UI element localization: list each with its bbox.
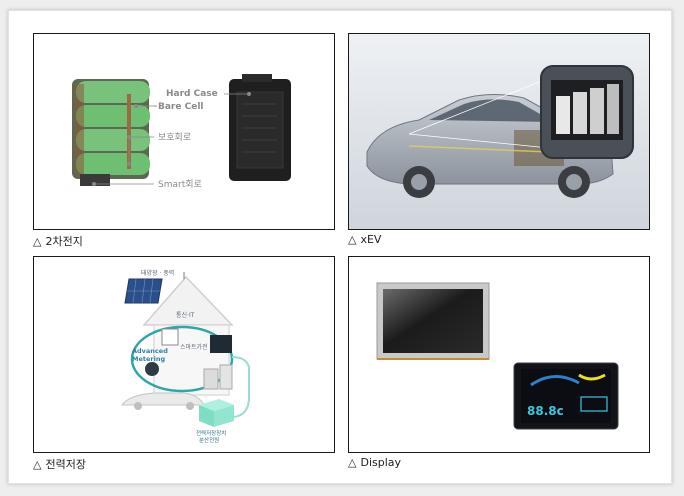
- triangle-icon: △: [33, 235, 42, 248]
- xev-panel: [348, 33, 650, 230]
- lcd-panel: [376, 282, 490, 360]
- meter-device: [161, 328, 179, 346]
- meter-digits: 88.8c: [527, 404, 564, 418]
- page-frame: Hard Case Bare Cell 보호회로 Smart회로 △2차전지: [8, 10, 672, 484]
- comm-it-label: 통신·IT: [176, 311, 195, 319]
- bare-cell-pack: [72, 79, 150, 186]
- xev-illustration: [349, 34, 649, 229]
- tv-device: [210, 335, 232, 353]
- energy-storage-caption: △전력저장: [33, 456, 86, 472]
- washer-device: [203, 368, 219, 390]
- display-caption: △Display: [348, 456, 401, 469]
- smart-meter-icon: [145, 362, 159, 376]
- battery-caption-text: 2차전지: [45, 235, 83, 248]
- smart-circuit-label: Smart회로: [158, 179, 202, 190]
- storage-unit: [199, 399, 234, 427]
- fridge-device: [219, 364, 233, 390]
- xev-caption-text: xEV: [360, 233, 382, 246]
- grid-loop: [130, 325, 234, 393]
- energy-storage-caption-text: 전력저장: [45, 458, 86, 471]
- hard-case: [229, 74, 291, 181]
- triangle-icon: △: [348, 233, 357, 246]
- leader-lines: [92, 92, 251, 186]
- battery-panel: Hard Case Bare Cell 보호회로 Smart회로: [33, 33, 335, 230]
- ev-car: [121, 392, 205, 406]
- solar-label: 태양광 · 풍력: [141, 269, 174, 277]
- display-panel: 88.8c: [348, 256, 650, 453]
- display-illustration: 88.8c: [376, 282, 619, 430]
- xev-caption: △xEV: [348, 233, 381, 246]
- battery-caption: △2차전지: [33, 233, 83, 249]
- triangle-icon: △: [348, 456, 357, 469]
- triangle-icon: △: [33, 458, 42, 471]
- display-caption-text: Display: [360, 456, 402, 469]
- bare-cell-label: Bare Cell: [158, 102, 204, 112]
- smart-home-label: 스마트가전: [180, 343, 208, 351]
- solar-panel: [124, 278, 163, 304]
- protect-circuit-label: 보호회로: [158, 132, 191, 143]
- segment-display: 88.8c: [513, 362, 619, 430]
- hard-case-label: Hard Case: [166, 89, 218, 99]
- battery-illustration: Hard Case Bare Cell 보호회로 Smart회로: [72, 74, 291, 190]
- battery-pack-inset: [540, 65, 634, 159]
